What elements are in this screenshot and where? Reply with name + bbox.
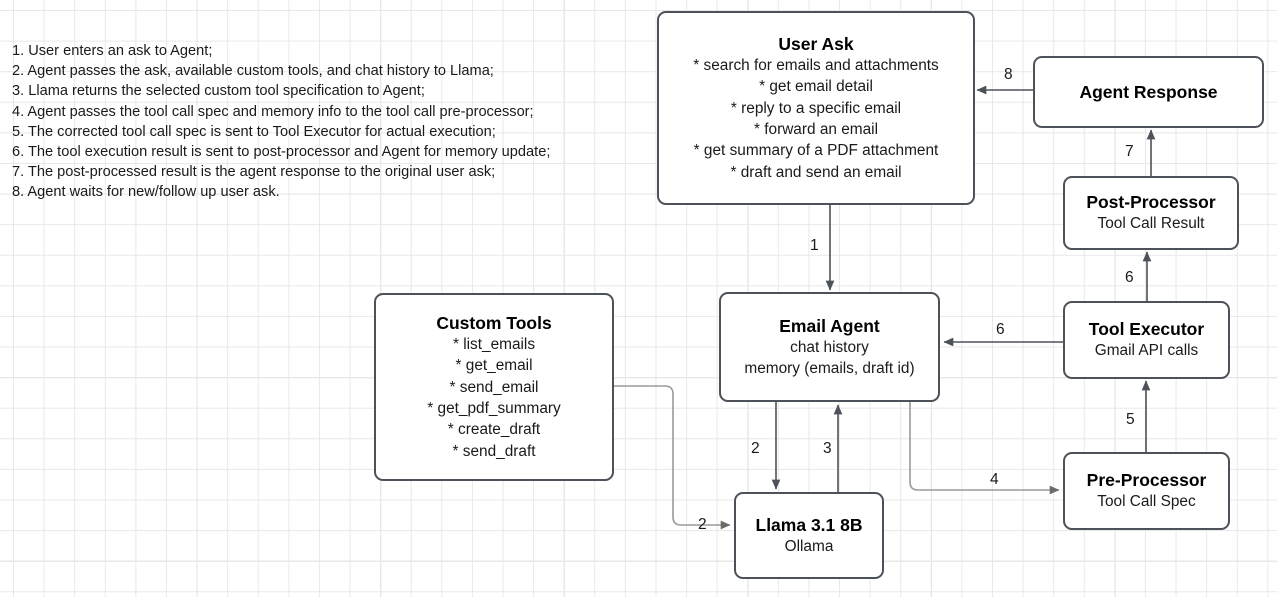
node-user-ask-item-5: * get summary of a PDF attachment (693, 142, 939, 160)
node-post-processor-title: Post-Processor (1086, 192, 1216, 213)
legend-line-7: 7. The post-processed result is the agen… (12, 164, 496, 181)
node-email-agent-memory: memory (emails, draft id) (744, 360, 915, 377)
node-email-agent-title: Email Agent (779, 315, 880, 336)
node-custom-tools-item-4: * get_pdf_summary (427, 400, 561, 417)
node-agent-response[interactable]: Agent Response (1033, 56, 1264, 128)
node-custom-tools-title: Custom Tools (436, 312, 552, 333)
node-user-ask[interactable]: User Ask * search for emails and attachm… (657, 11, 975, 205)
legend-line-1: 1. User enters an ask to Agent; (12, 43, 213, 59)
edge-label-5: 5 (1126, 411, 1135, 428)
node-user-ask-item-1: * search for emails and attachments (693, 56, 939, 74)
wire-custom-tools-to-llama (614, 385, 731, 530)
legend-steps-list: 1. User enters an ask to Agent; 2. Agent… (12, 41, 642, 203)
edge-label-1: 1 (810, 237, 819, 254)
node-email-agent-chat-history: chat history (790, 338, 869, 356)
wire-email-agent-to-pre-processor (909, 402, 1060, 495)
node-custom-tools-item-6: * send_draft (452, 442, 536, 460)
edge-label-2-custom-tools-llama: 2 (698, 516, 707, 533)
node-llama-subtitle: Ollama (784, 537, 834, 555)
node-llama-model[interactable]: Llama 3.1 8B Ollama (734, 492, 884, 579)
edge-label-7: 7 (1125, 143, 1134, 160)
node-tool-executor-title: Tool Executor (1088, 319, 1205, 340)
node-post-processor[interactable]: Post-Processor Tool Call Result (1063, 176, 1239, 250)
node-agent-response-title: Agent Response (1079, 82, 1218, 102)
node-tool-executor[interactable]: Tool Executor Gmail API calls (1063, 301, 1230, 379)
node-email-agent[interactable]: Email Agent chat history memory (emails,… (719, 292, 940, 402)
edge-label-4: 4 (990, 471, 999, 488)
node-pre-processor[interactable]: Pre-Processor Tool Call Spec (1063, 452, 1230, 530)
legend-line-3: 3. Llama returns the selected custom too… (12, 83, 425, 100)
node-pre-processor-subtitle: Tool Call Spec (1097, 493, 1196, 511)
node-custom-tools[interactable]: Custom Tools * list_emails * get_email *… (374, 293, 614, 481)
node-custom-tools-item-1: * list_emails (452, 335, 536, 353)
edge-label-6-tool-executor-email-agent: 6 (996, 321, 1005, 338)
node-pre-processor-title: Pre-Processor (1086, 470, 1207, 491)
legend-line-4: 4. Agent passes the tool call spec and m… (12, 103, 534, 120)
edge-label-6-tool-executor-post-processor: 6 (1125, 269, 1134, 286)
legend-line-5: 5. The corrected tool call spec is sent … (12, 123, 496, 140)
node-custom-tools-item-3: * send_email (449, 378, 539, 396)
node-post-processor-subtitle: Tool Call Result (1097, 215, 1205, 233)
legend-line-2: 2. Agent passes the ask, available custo… (12, 63, 494, 80)
node-user-ask-title: User Ask (778, 33, 854, 54)
node-custom-tools-item-5: * create_draft (447, 421, 541, 439)
edge-label-3: 3 (823, 440, 832, 457)
node-user-ask-item-4: * forward an email (753, 121, 879, 138)
legend-line-6: 6. The tool execution result is sent to … (12, 144, 551, 161)
node-llama-title: Llama 3.1 8B (755, 514, 863, 535)
node-custom-tools-item-2: * get_email (455, 357, 533, 375)
node-user-ask-item-6: * draft and send an email (730, 163, 902, 181)
edge-label-2-email-agent-llama: 2 (751, 440, 760, 457)
edge-label-8: 8 (1004, 66, 1013, 83)
node-tool-executor-subtitle: Gmail API calls (1094, 342, 1199, 360)
node-user-ask-item-3: * reply to a specific email (730, 99, 902, 117)
legend-line-8: 8. Agent waits for new/follow up user as… (12, 184, 280, 201)
node-user-ask-item-2: * get email detail (759, 78, 873, 96)
